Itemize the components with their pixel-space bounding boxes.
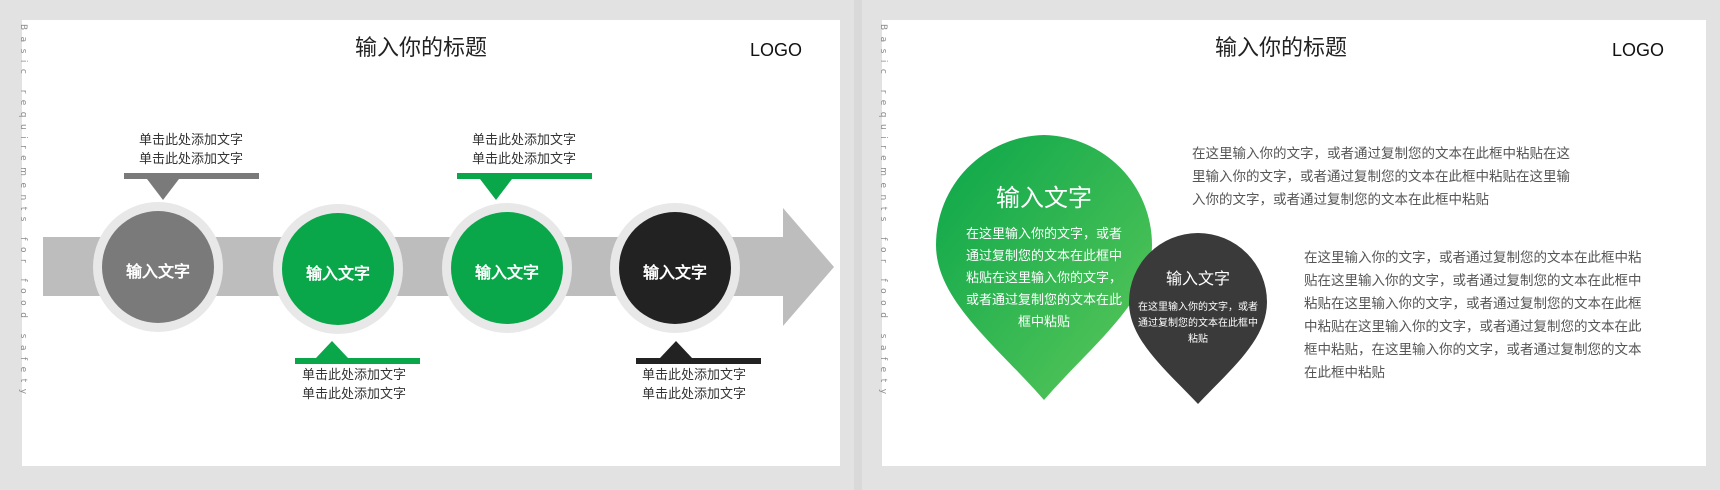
small-drop xyxy=(1129,233,1267,404)
slide-right: Basic requirements for food safety 输入你的标… xyxy=(862,0,1720,490)
paragraph-1: 在这里输入你的文字，或者通过复制您的文本在此框中粘贴在这里输入你的文字，或者通过… xyxy=(1192,146,1570,208)
caption-1: 单击此处添加文字 单击此处添加文字 xyxy=(116,131,266,169)
circle-3 xyxy=(451,212,563,324)
small-drop-text: 在这里输入你的文字，或者通过复制您的文本在此框中粘贴 xyxy=(1138,302,1258,345)
caption-1-line1: 单击此处添加文字 xyxy=(138,133,243,148)
caption-pointer-3 xyxy=(480,179,512,200)
caption-bar-3 xyxy=(457,173,592,179)
caption-3: 单击此处添加文字 单击此处添加文字 xyxy=(449,131,599,169)
circle-label-1: 输入文字 xyxy=(125,262,190,281)
caption-2-line2: 单击此处添加文字 xyxy=(301,387,406,402)
caption-pointer-1 xyxy=(147,179,179,200)
circle-label-4: 输入文字 xyxy=(642,263,707,282)
logo: LOGO xyxy=(750,40,803,60)
caption-bar-4 xyxy=(636,358,761,364)
caption-4: 单击此处添加文字 单击此处添加文字 xyxy=(619,366,769,404)
big-drop xyxy=(936,135,1152,400)
vertical-caption: Basic requirements for food safety xyxy=(18,24,28,401)
circle-1 xyxy=(102,211,214,323)
caption-bar-1 xyxy=(124,173,259,179)
big-drop-text: 在这里输入你的文字，或者通过复制您的文本在此框中粘贴在这里输入你的文字，或者通过… xyxy=(965,227,1122,330)
big-drop-title: 输入文字 xyxy=(996,184,1092,212)
caption-4-line1: 单击此处添加文字 xyxy=(641,368,746,383)
drops-graphic xyxy=(936,135,1267,404)
small-drop-title: 输入文字 xyxy=(1165,269,1230,288)
caption-3-line2: 单击此处添加文字 xyxy=(471,152,576,167)
caption-pointer-4 xyxy=(660,341,692,358)
page-title: 输入你的标题 xyxy=(355,36,488,61)
caption-2-line1: 单击此处添加文字 xyxy=(301,368,406,383)
vertical-caption-right: Basic requirements for food safety xyxy=(878,24,888,401)
circle-4 xyxy=(619,212,731,324)
circle-2 xyxy=(282,213,394,325)
page-title-right: 输入你的标题 xyxy=(1215,36,1348,61)
caption-4-line2: 单击此处添加文字 xyxy=(641,387,746,402)
caption-2: 单击此处添加文字 单击此处添加文字 xyxy=(279,366,429,404)
process-graphic xyxy=(43,173,834,364)
circle-label-3: 输入文字 xyxy=(474,263,539,282)
slide-left: Basic requirements for food safety 输入你的标… xyxy=(0,0,854,490)
caption-3-line1: 单击此处添加文字 xyxy=(471,133,576,148)
logo-right: LOGO xyxy=(1612,40,1665,60)
caption-bar-2 xyxy=(295,358,420,364)
caption-pointer-2 xyxy=(316,341,348,358)
caption-1-line2: 单击此处添加文字 xyxy=(138,152,243,167)
circle-label-2: 输入文字 xyxy=(305,264,370,283)
paragraph-2: 在这里输入你的文字，或者通过复制您的文本在此框中粘贴在这里输入你的文字，或者通过… xyxy=(1304,250,1642,381)
